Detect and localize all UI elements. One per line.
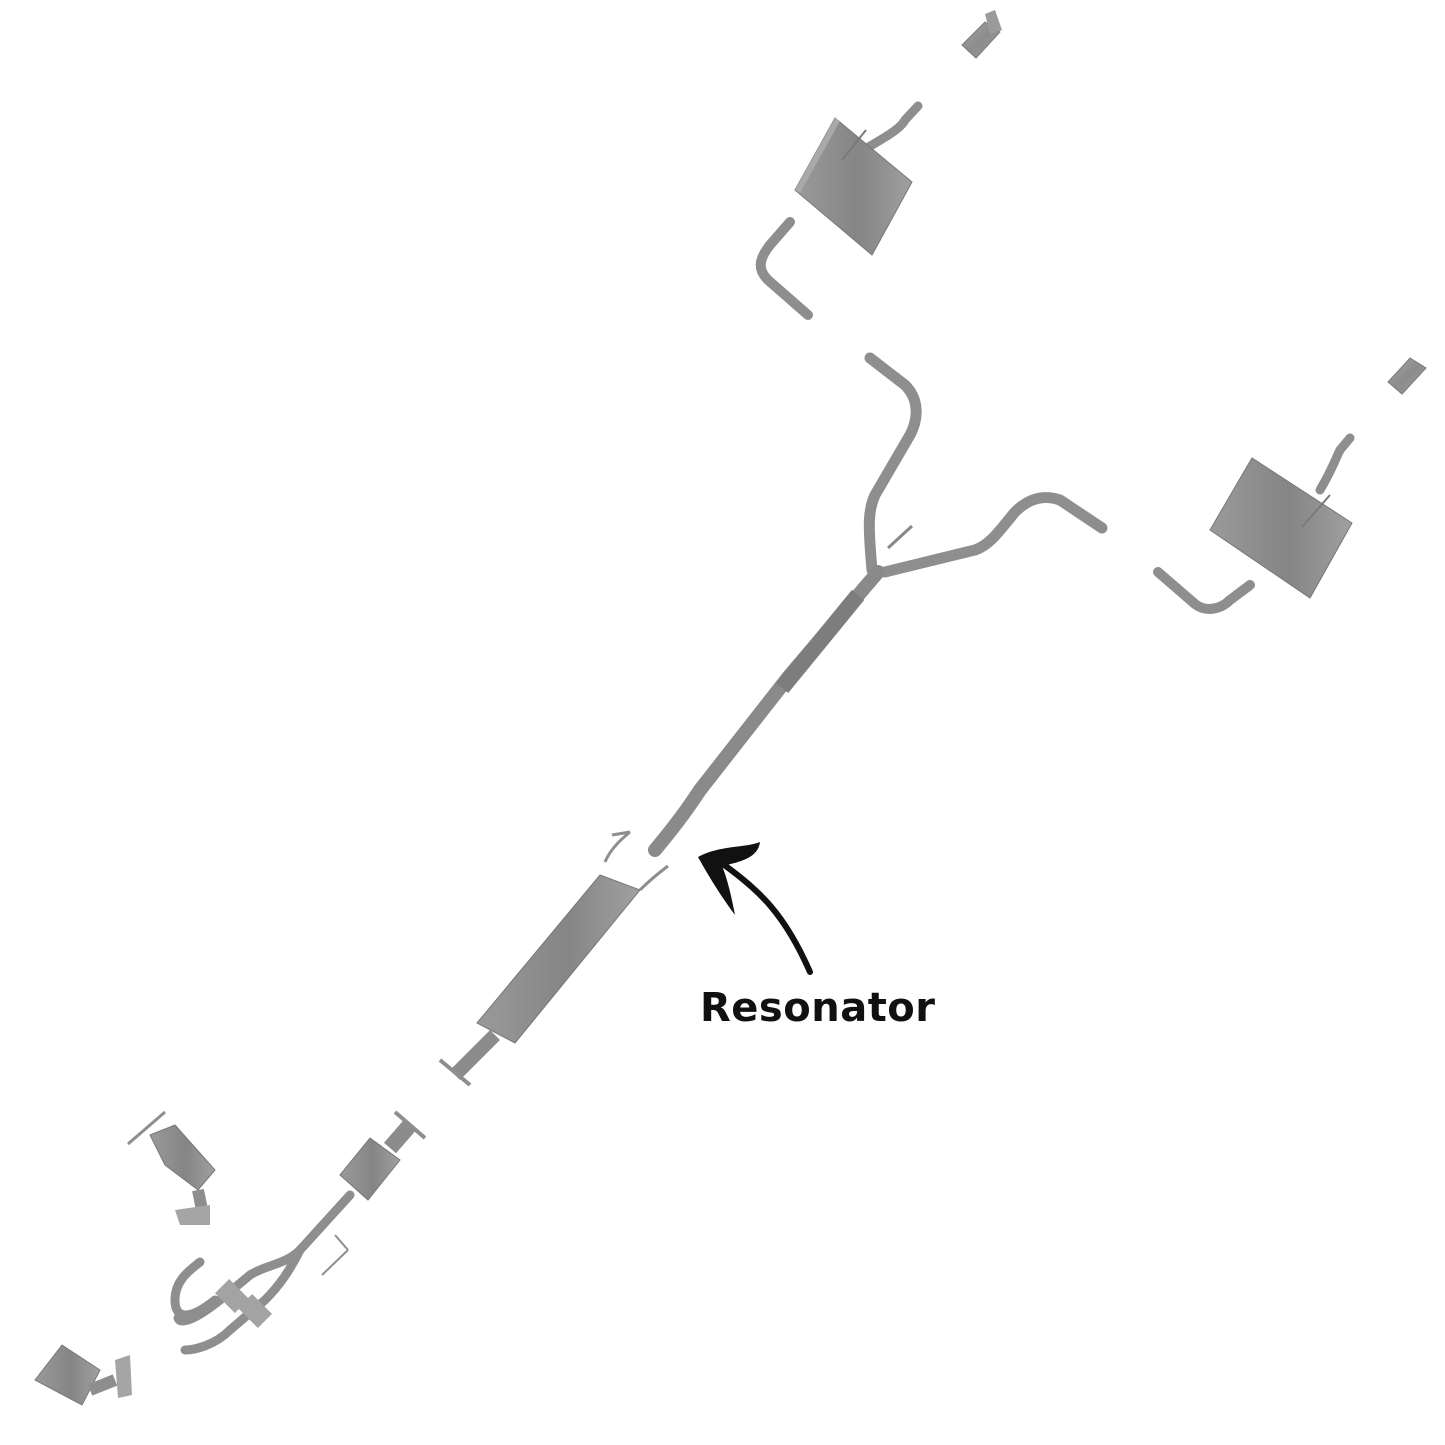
front-pipe-catalytic bbox=[170, 1110, 427, 1355]
y-pipe-rear bbox=[648, 352, 1108, 857]
exhaust-tip-right bbox=[1387, 357, 1427, 395]
muffler-upper bbox=[755, 101, 923, 320]
manifold-cat-upper bbox=[127, 1110, 216, 1225]
resonator-callout-arrow bbox=[698, 842, 813, 975]
muffler-right bbox=[1153, 433, 1355, 614]
resonator bbox=[438, 830, 669, 1087]
manifold-cat-lower bbox=[34, 1344, 132, 1406]
resonator-label: Resonator bbox=[700, 985, 936, 1031]
exhaust-tip-upper bbox=[961, 10, 1002, 59]
